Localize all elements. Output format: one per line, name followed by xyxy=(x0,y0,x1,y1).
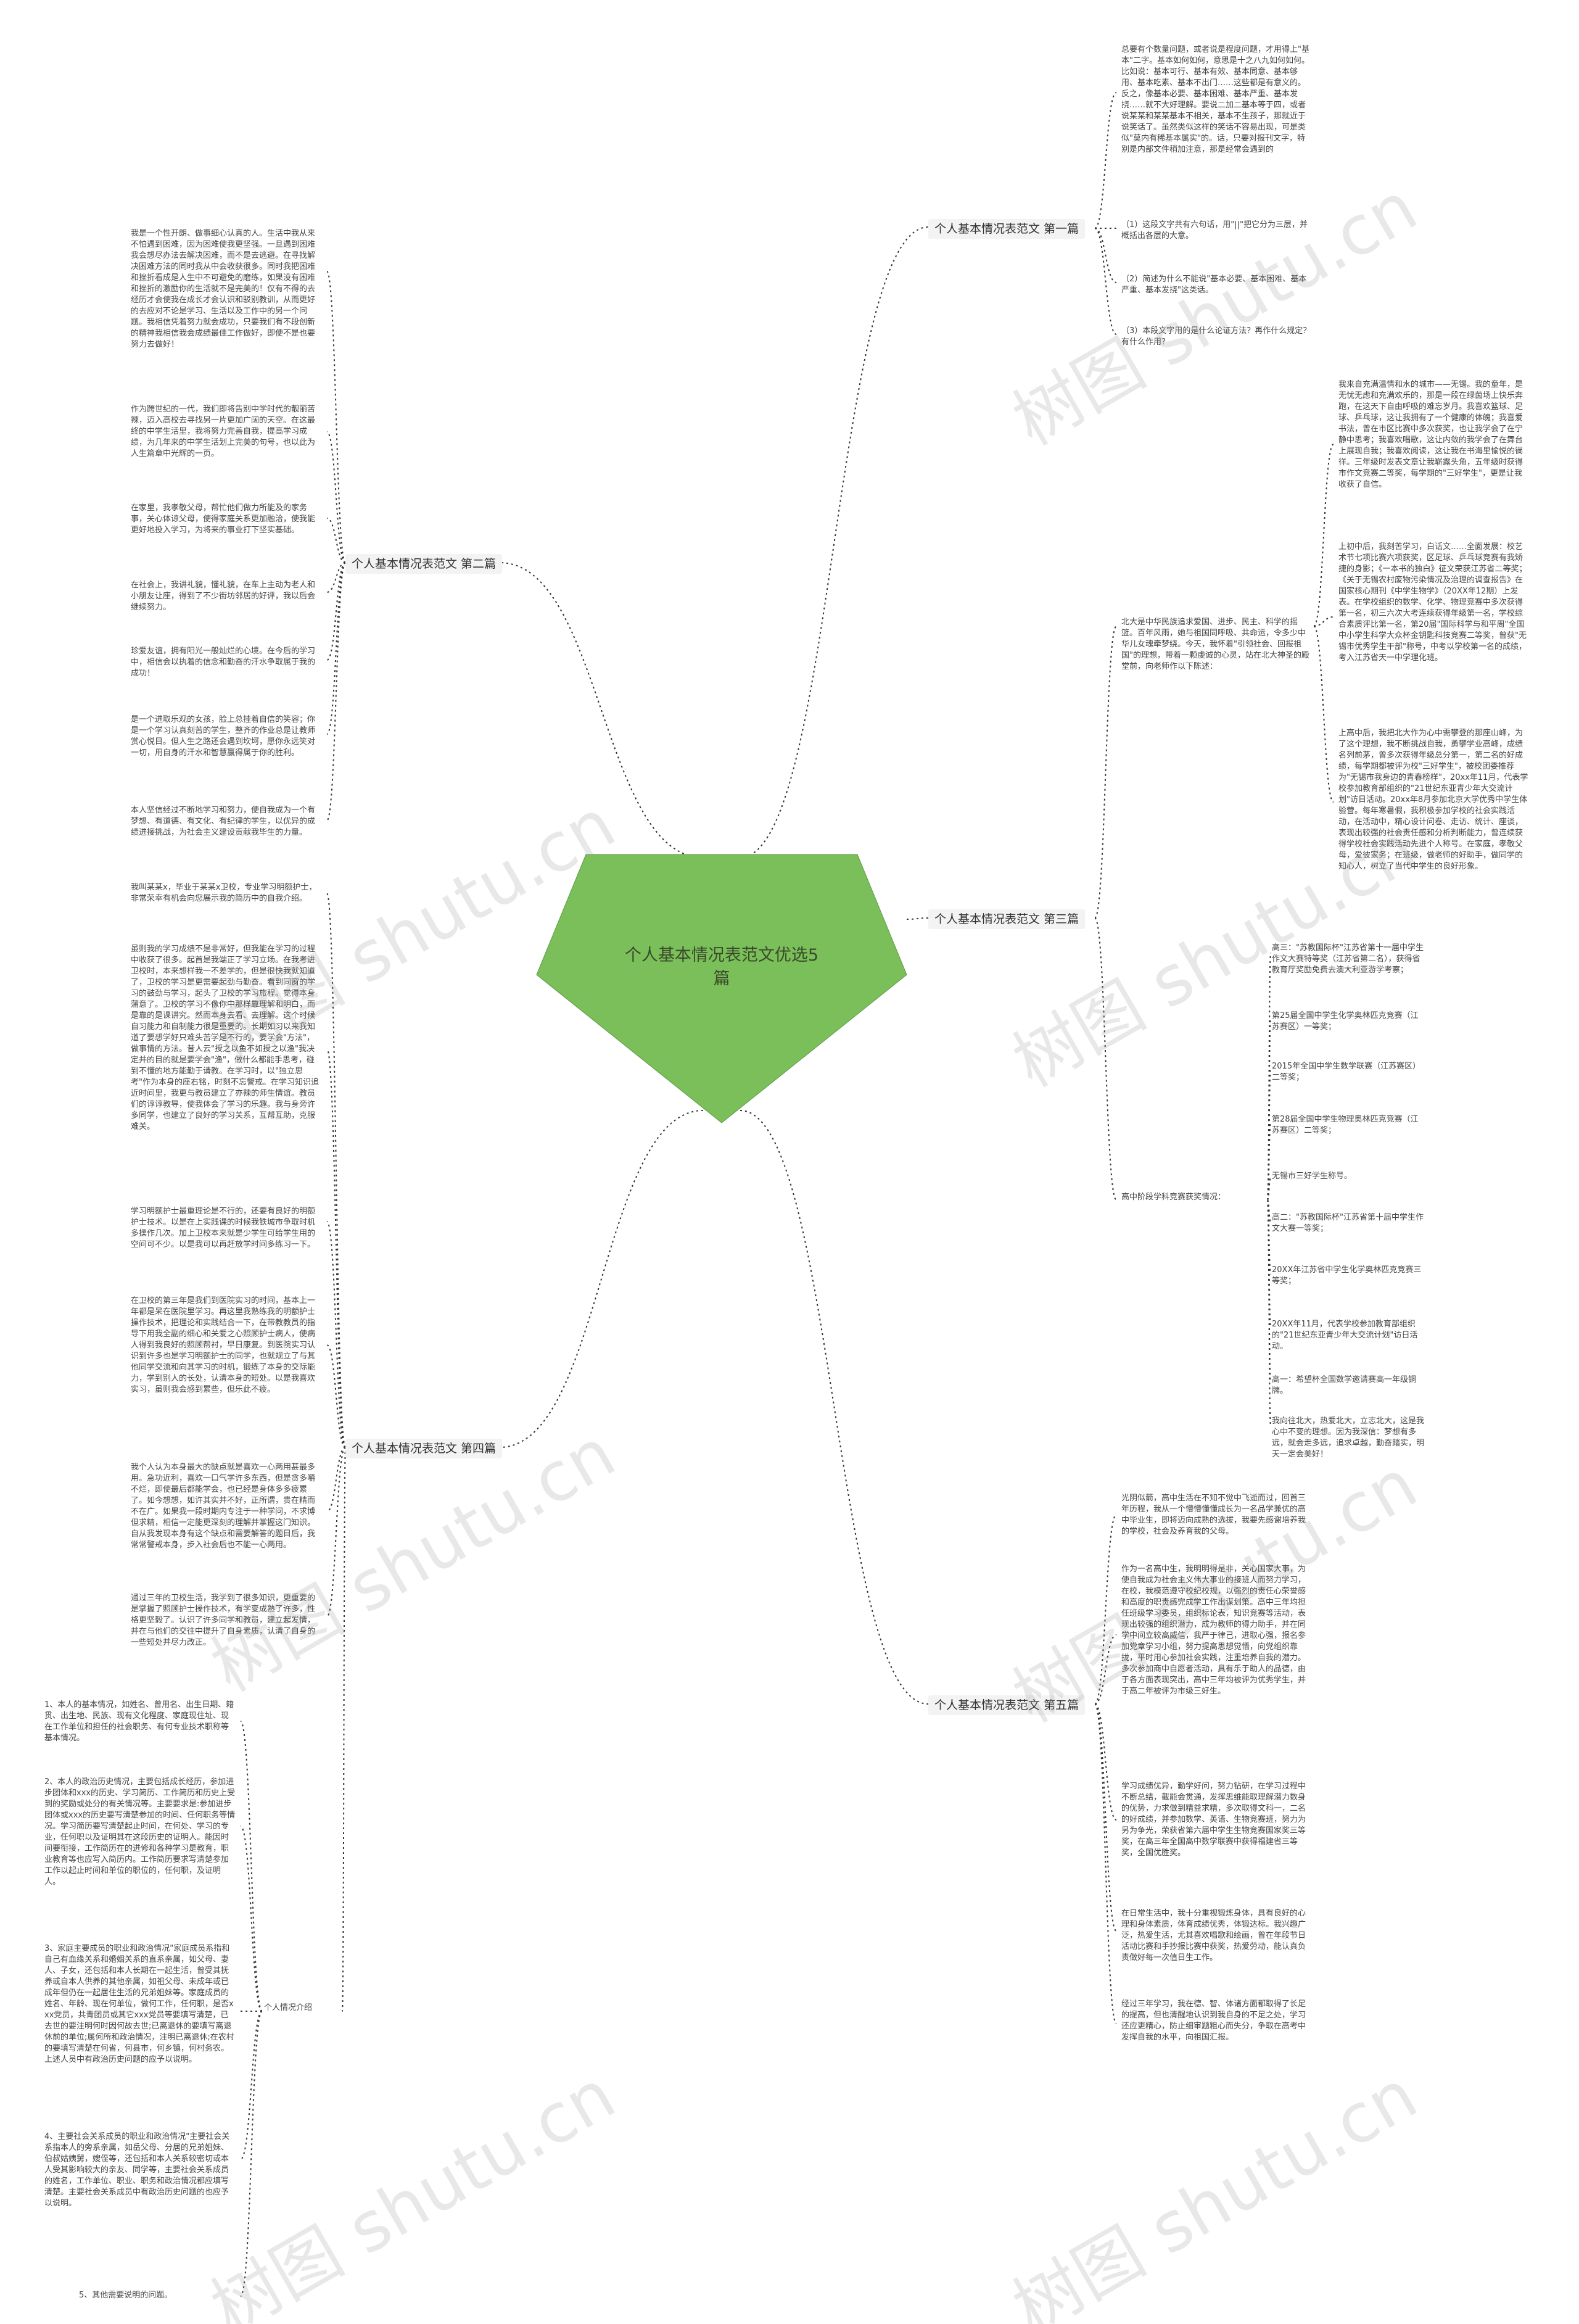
b3-award-9: 高一：希望杯全国数学邀请赛高一年级铜牌。 xyxy=(1272,1375,1417,1396)
b3-text-2: 上初中后，我刻苦学习，白话文……全面发展：校艺术节七项比赛六项获奖，区足球、乒乓… xyxy=(1338,542,1527,663)
connector xyxy=(326,1344,346,1448)
b1-text-2: （1）这段文字共有六句话，用"||"把它分为三层，并概括出各层的大意。 xyxy=(1121,220,1308,241)
b5-text-5: 经过三年学习，我在德、智、体诸方面都取得了长足的提高，但也清醒地认识到我自身的不… xyxy=(1121,1999,1306,2042)
b4-info-3: 3、家庭主要成员的职业和政治情况"家庭成员系指和自己有血缘关系和婚姻关系的直系亲… xyxy=(44,1944,234,2064)
b5-text-4: 在日常生活中，我十分重视锻炼身体，具有良好的心理和身体素质，体育成绩优秀，体锻达… xyxy=(1121,1909,1306,1962)
connector xyxy=(240,2011,263,2160)
b5-text-2: 作为一名高中生，我明明得是非，关心国家大事，为使自我成为社会主义伟大事业的接班人… xyxy=(1121,1565,1306,1696)
connector xyxy=(1094,228,1117,283)
connector-branch-3 xyxy=(906,917,929,920)
b4-info-heading[interactable]: 个人情况介绍 xyxy=(264,2003,313,2012)
b3-award-4: 第28届全国中学生物理奥林匹克竞赛（江苏赛区）二等奖； xyxy=(1272,1115,1419,1135)
connector xyxy=(1313,616,1334,627)
b2-text-4: 在社会上，我讲礼貌，懂礼貌，在车上主动为老人和小朋友让座，得到了不少街坊邻居的好… xyxy=(131,581,316,612)
connector xyxy=(1267,1017,1271,1201)
connector xyxy=(1094,1703,1117,1821)
b4-info-4: 4、主要社会关系成员的职业和政治情况"主要社会关系指本人的旁系亲属，如岳父母、分… xyxy=(44,2132,230,2208)
connector xyxy=(326,893,346,1448)
branch-topic-5[interactable]: 个人基本情况表范文 第五篇 xyxy=(928,1695,1086,1715)
b3-award-7: 20XX年江苏省中学生化学奥林匹克竞赛三等奖； xyxy=(1272,1265,1422,1286)
connector xyxy=(1094,626,1117,919)
connector xyxy=(1267,1122,1271,1201)
branch-topic-4[interactable]: 个人基本情况表范文 第四篇 xyxy=(345,1439,503,1458)
connector xyxy=(1094,917,1117,1201)
connector xyxy=(326,1447,346,1512)
b4-text-5: 我个人认为本身最大的缺点就是喜欢一心两用甚最多用。急功近利，喜欢一口气学许多东西… xyxy=(131,1463,316,1550)
center-node-title[interactable]: 个人基本情况表范文优选5篇 xyxy=(624,946,819,988)
branch-topic-2[interactable]: 个人基本情况表范文 第二篇 xyxy=(345,554,503,574)
connector-branch-5 xyxy=(740,1110,929,1705)
b2-text-3: 在家里，我孝敬父母，帮忙他们做力所能及的家务事，关心体谅父母，使得家庭关系更加融… xyxy=(131,503,316,535)
b4-text-1: 我叫某某x，毕业于某某x卫校，专业学习明额护士，非常荣幸有机会向您展示我的简历中… xyxy=(131,883,317,903)
connector xyxy=(1094,1703,1117,2024)
b4-text-6: 通过三年的卫校生活，我学到了很多知识，更重要的是掌握了照顾护士操作技术，有学变成… xyxy=(131,1594,316,1647)
b3-intro[interactable]: 北大是中华民族追求爱国、进步、民主、科学的摇篮。百年风雨，她与祖国同呼吸、共命运… xyxy=(1121,618,1309,671)
connector xyxy=(1267,1178,1271,1201)
b3-award-10: 我向往北大，热爱北大，立志北大，这是我心中不变的理想。因为我深信：梦想有多远，就… xyxy=(1272,1416,1425,1459)
connector xyxy=(326,431,346,563)
connector xyxy=(1094,1514,1117,1705)
connector xyxy=(326,271,346,563)
b4-info-5: 5、其他需要说明的问题。 xyxy=(79,2291,173,2300)
b1-text-1: 总要有个数量问题，或者说是程度问题，才用得上"基本"二字。基本如何如何，意思是十… xyxy=(1121,45,1309,154)
b5-text-1: 光阴似箭，高中生活在不知不觉中飞逝而过，回首三年历程，我从一个懵懵懂懂成长为一名… xyxy=(1121,1494,1306,1536)
b2-text-7: 本人坚信经过不断地学习和努力，使自我成为一个有梦想、有道德、有文化、有纪律的学生… xyxy=(131,806,316,837)
connector-branch-1 xyxy=(740,226,929,858)
b2-text-5: 珍爱友谊，拥有阳光一般灿烂的心境。在今后的学习中，相信会以执着的信念和勤奋的汗水… xyxy=(131,647,316,678)
b4-text-3: 学习明额护士最重理论是不行的，还要有良好的明额护士技术。以是在上实践课的时候我铁… xyxy=(131,1207,316,1249)
b3-award-3: 2015年全国中学生数学联赛（江苏赛区）二等奖； xyxy=(1272,1062,1421,1082)
connector-branch-2 xyxy=(499,562,704,858)
b3-award-5: 无锡市三好学生称号。 xyxy=(1272,1172,1353,1181)
b3-awards-heading[interactable]: 高中阶段学科竞赛获奖情况： xyxy=(1121,1193,1226,1202)
connector xyxy=(326,1048,346,1448)
b1-text-3: （2）简述为什么不能说"基本必要、基本困难、基本严重、基本发挠"这类话。 xyxy=(1121,275,1307,295)
b5-text-3: 学习成绩优异，勤学好问，努力钻研，在学习过程中不断总结，截能会贯通，发挥思维能取… xyxy=(1121,1782,1306,1858)
connector xyxy=(240,1826,263,2012)
b3-text-3: 上高中后，我把北大作为心中需攀登的那座山峰，为了这个理想，我不断挑战自我，勇攀学… xyxy=(1338,729,1528,871)
connector xyxy=(326,562,346,735)
connector xyxy=(326,518,346,563)
connector xyxy=(326,562,346,821)
b2-text-2: 作为跨世纪的一代，我们即将告别中学时代的靓丽苦辣，迈入高校去寻找另一片更加广阔的… xyxy=(131,405,316,458)
connector-branch-4 xyxy=(499,1110,704,1448)
connector xyxy=(326,1221,346,1448)
connector xyxy=(240,1721,263,2012)
b3-award-1: 高三："苏教国际杯"江苏省第十一届中学生作文大赛特等奖（江苏省第二名），获得省教… xyxy=(1272,943,1424,975)
b4-info-2: 2、本人的政治历史情况，主要包括成长经历，参加进步团体和xxx的历史、学习简历、… xyxy=(44,1777,236,1887)
b3-text-1: 我来自充满温情和水的城市——无锡。我的童年，是无忧无虑和充满欢乐的，那是一段在绿… xyxy=(1338,380,1523,489)
b2-text-6: 是一个进取乐观的女孩，脸上总挂着自信的笑容；你是一个学习认真刻苦的学生，整齐的作… xyxy=(131,715,316,758)
branch-topic-1[interactable]: 个人基本情况表范文 第一篇 xyxy=(928,219,1086,239)
connector xyxy=(342,1447,346,2012)
b1-text-4: （3）本段文字用的是什么论证方法？再作什么规定？有什么作用？ xyxy=(1121,326,1311,347)
connector xyxy=(1094,1634,1117,1705)
connector xyxy=(1094,228,1117,335)
connectors xyxy=(240,92,1334,2297)
connector xyxy=(326,1447,346,1617)
b3-award-2: 第25届全国中学生化学奥林匹克竞赛（江苏赛区）一等奖； xyxy=(1272,1011,1419,1032)
b4-info-1: 1、本人的基本情况，如姓名、曾用名、出生日期、籍贯、出生地、民族、现有文化程度、… xyxy=(44,1700,234,1743)
connector xyxy=(240,2011,263,2297)
connector xyxy=(1313,626,1334,803)
b3-award-6: 高二："苏教国际杯"江苏省第十届中学生作文大赛一等奖； xyxy=(1272,1213,1424,1233)
connector xyxy=(1094,1703,1117,1932)
b2-text-1: 我是一个性开朗、做事细心认真的人。生活中我从来不怕遇到困难，因为困难使我更坚强。… xyxy=(131,229,316,349)
connector xyxy=(1313,444,1334,627)
connector xyxy=(1267,1199,1271,1426)
branch-topic-3[interactable]: 个人基本情况表范文 第三篇 xyxy=(928,909,1086,929)
b4-text-4: 在卫校的第三年是我们到医院实习的时间，基本上一年都是呆在医院里学习。再这里我熟练… xyxy=(131,1296,316,1394)
b4-text-2: 虽则我的学习成绩不是非常好，但我能在学习的过程中收获了很多。起首是我端正了学习立… xyxy=(131,945,319,1131)
b3-award-8: 20XX年11月，代表学校参加教育部组织的"21世纪东亚青少年大交流计划"访日活… xyxy=(1272,1320,1418,1351)
connector xyxy=(1267,1199,1271,1327)
connector xyxy=(1094,92,1117,229)
center-node-shape[interactable] xyxy=(536,854,907,1123)
